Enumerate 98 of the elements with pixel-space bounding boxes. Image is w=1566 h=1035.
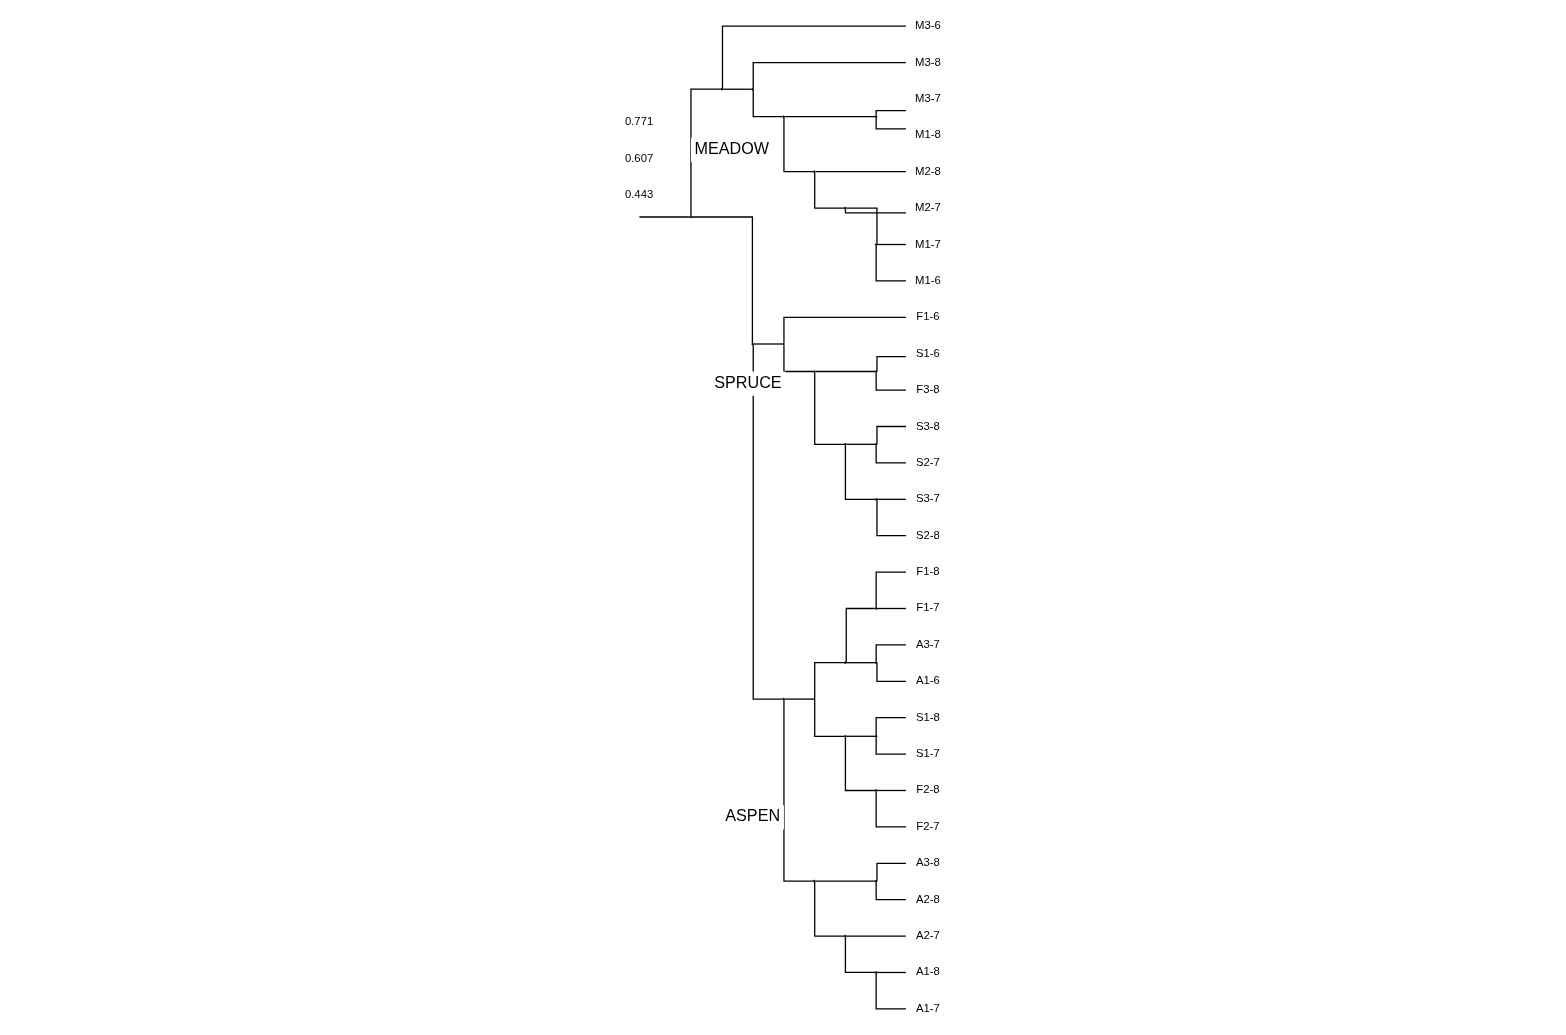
node-text: S2-8 xyxy=(915,528,940,541)
node-text: F2-8 xyxy=(915,783,940,796)
node-point xyxy=(781,115,785,118)
edge-label: SPRUCE xyxy=(713,372,782,391)
node-text: M3-7 xyxy=(914,91,941,104)
edge-label: MEADOW xyxy=(694,138,769,157)
node-point xyxy=(812,170,816,173)
node-text: M3-6 xyxy=(914,19,941,32)
connector xyxy=(783,116,876,118)
node-text: M3-8 xyxy=(914,55,941,68)
node-text: S1-6 xyxy=(915,346,940,359)
node-text: S3-8 xyxy=(915,419,940,432)
node-text: M1-8 xyxy=(914,128,941,141)
node-point xyxy=(874,971,877,974)
node-point xyxy=(874,735,877,738)
connector xyxy=(813,371,845,445)
connector xyxy=(875,355,907,373)
node-point xyxy=(843,443,846,446)
node-point xyxy=(812,370,816,373)
connector xyxy=(845,443,876,445)
node-text: S1-7 xyxy=(915,747,940,760)
node-text: A1-6 xyxy=(915,674,940,687)
node-point xyxy=(874,789,877,792)
label: 0.607 xyxy=(624,151,653,164)
connector xyxy=(875,571,907,609)
connector xyxy=(875,972,907,1010)
node-text: A3-8 xyxy=(915,856,940,869)
node-text: M2-8 xyxy=(914,164,941,177)
connector xyxy=(752,61,906,90)
node-point xyxy=(843,735,846,738)
node-point xyxy=(843,934,846,938)
connector xyxy=(845,662,876,664)
connector xyxy=(875,662,907,682)
edge-label: ASPEN xyxy=(724,806,780,825)
node-text: M1-6 xyxy=(914,273,941,286)
connector xyxy=(845,735,876,737)
connector xyxy=(752,343,783,345)
node-text: S2-7 xyxy=(915,455,940,468)
node-text: M1-7 xyxy=(914,237,941,250)
node-point xyxy=(874,443,877,446)
connector xyxy=(875,117,907,130)
connector xyxy=(813,699,845,737)
connector xyxy=(845,607,875,664)
node-text: A1-7 xyxy=(915,1001,940,1014)
connector xyxy=(752,89,783,118)
node-text: A3-7 xyxy=(915,637,940,650)
node-point xyxy=(874,370,877,373)
node-point xyxy=(781,697,785,701)
node-point xyxy=(812,697,816,701)
node-text: S1-8 xyxy=(915,710,940,723)
connector xyxy=(813,662,845,699)
connector xyxy=(721,88,752,90)
connector xyxy=(814,171,907,173)
connector xyxy=(875,607,907,610)
connector xyxy=(875,971,907,974)
label: 0.443 xyxy=(624,188,653,201)
connector xyxy=(875,444,907,464)
connector xyxy=(844,736,876,792)
node-point xyxy=(750,87,754,91)
connector xyxy=(875,110,907,117)
node-point xyxy=(874,243,877,246)
node-point xyxy=(843,206,846,210)
node-text: F1-8 xyxy=(915,565,940,578)
node-text: F3-8 xyxy=(915,383,940,396)
node-point xyxy=(874,115,877,118)
connector xyxy=(782,344,814,373)
connector xyxy=(783,698,814,700)
connector xyxy=(875,790,907,828)
node-text: A1-8 xyxy=(915,965,940,978)
connector xyxy=(875,425,907,445)
connector xyxy=(782,316,907,344)
connector xyxy=(782,116,814,173)
connector xyxy=(875,789,907,792)
connector xyxy=(721,25,907,90)
node-text: F1-6 xyxy=(915,310,940,323)
node-text: A2-8 xyxy=(915,892,940,905)
node-text: F1-7 xyxy=(915,601,940,614)
node-text: A2-7 xyxy=(915,929,940,942)
node-point xyxy=(689,215,692,219)
connector xyxy=(875,717,907,736)
node-point xyxy=(812,879,816,883)
connector xyxy=(875,644,907,663)
node-point xyxy=(750,342,754,346)
node-point xyxy=(874,498,877,501)
node-point xyxy=(874,607,877,610)
node-point xyxy=(781,342,785,346)
node-text: F2-7 xyxy=(915,819,940,832)
connector xyxy=(752,344,783,700)
label: 0.771 xyxy=(624,115,653,128)
node-point xyxy=(720,87,723,91)
node-text: S3-7 xyxy=(915,492,940,505)
node-point xyxy=(843,661,846,664)
connector xyxy=(875,736,907,755)
node-point xyxy=(874,661,877,664)
connector xyxy=(814,370,876,373)
node-point xyxy=(874,879,877,883)
node-text: M2-7 xyxy=(914,201,941,214)
connector xyxy=(875,371,907,391)
